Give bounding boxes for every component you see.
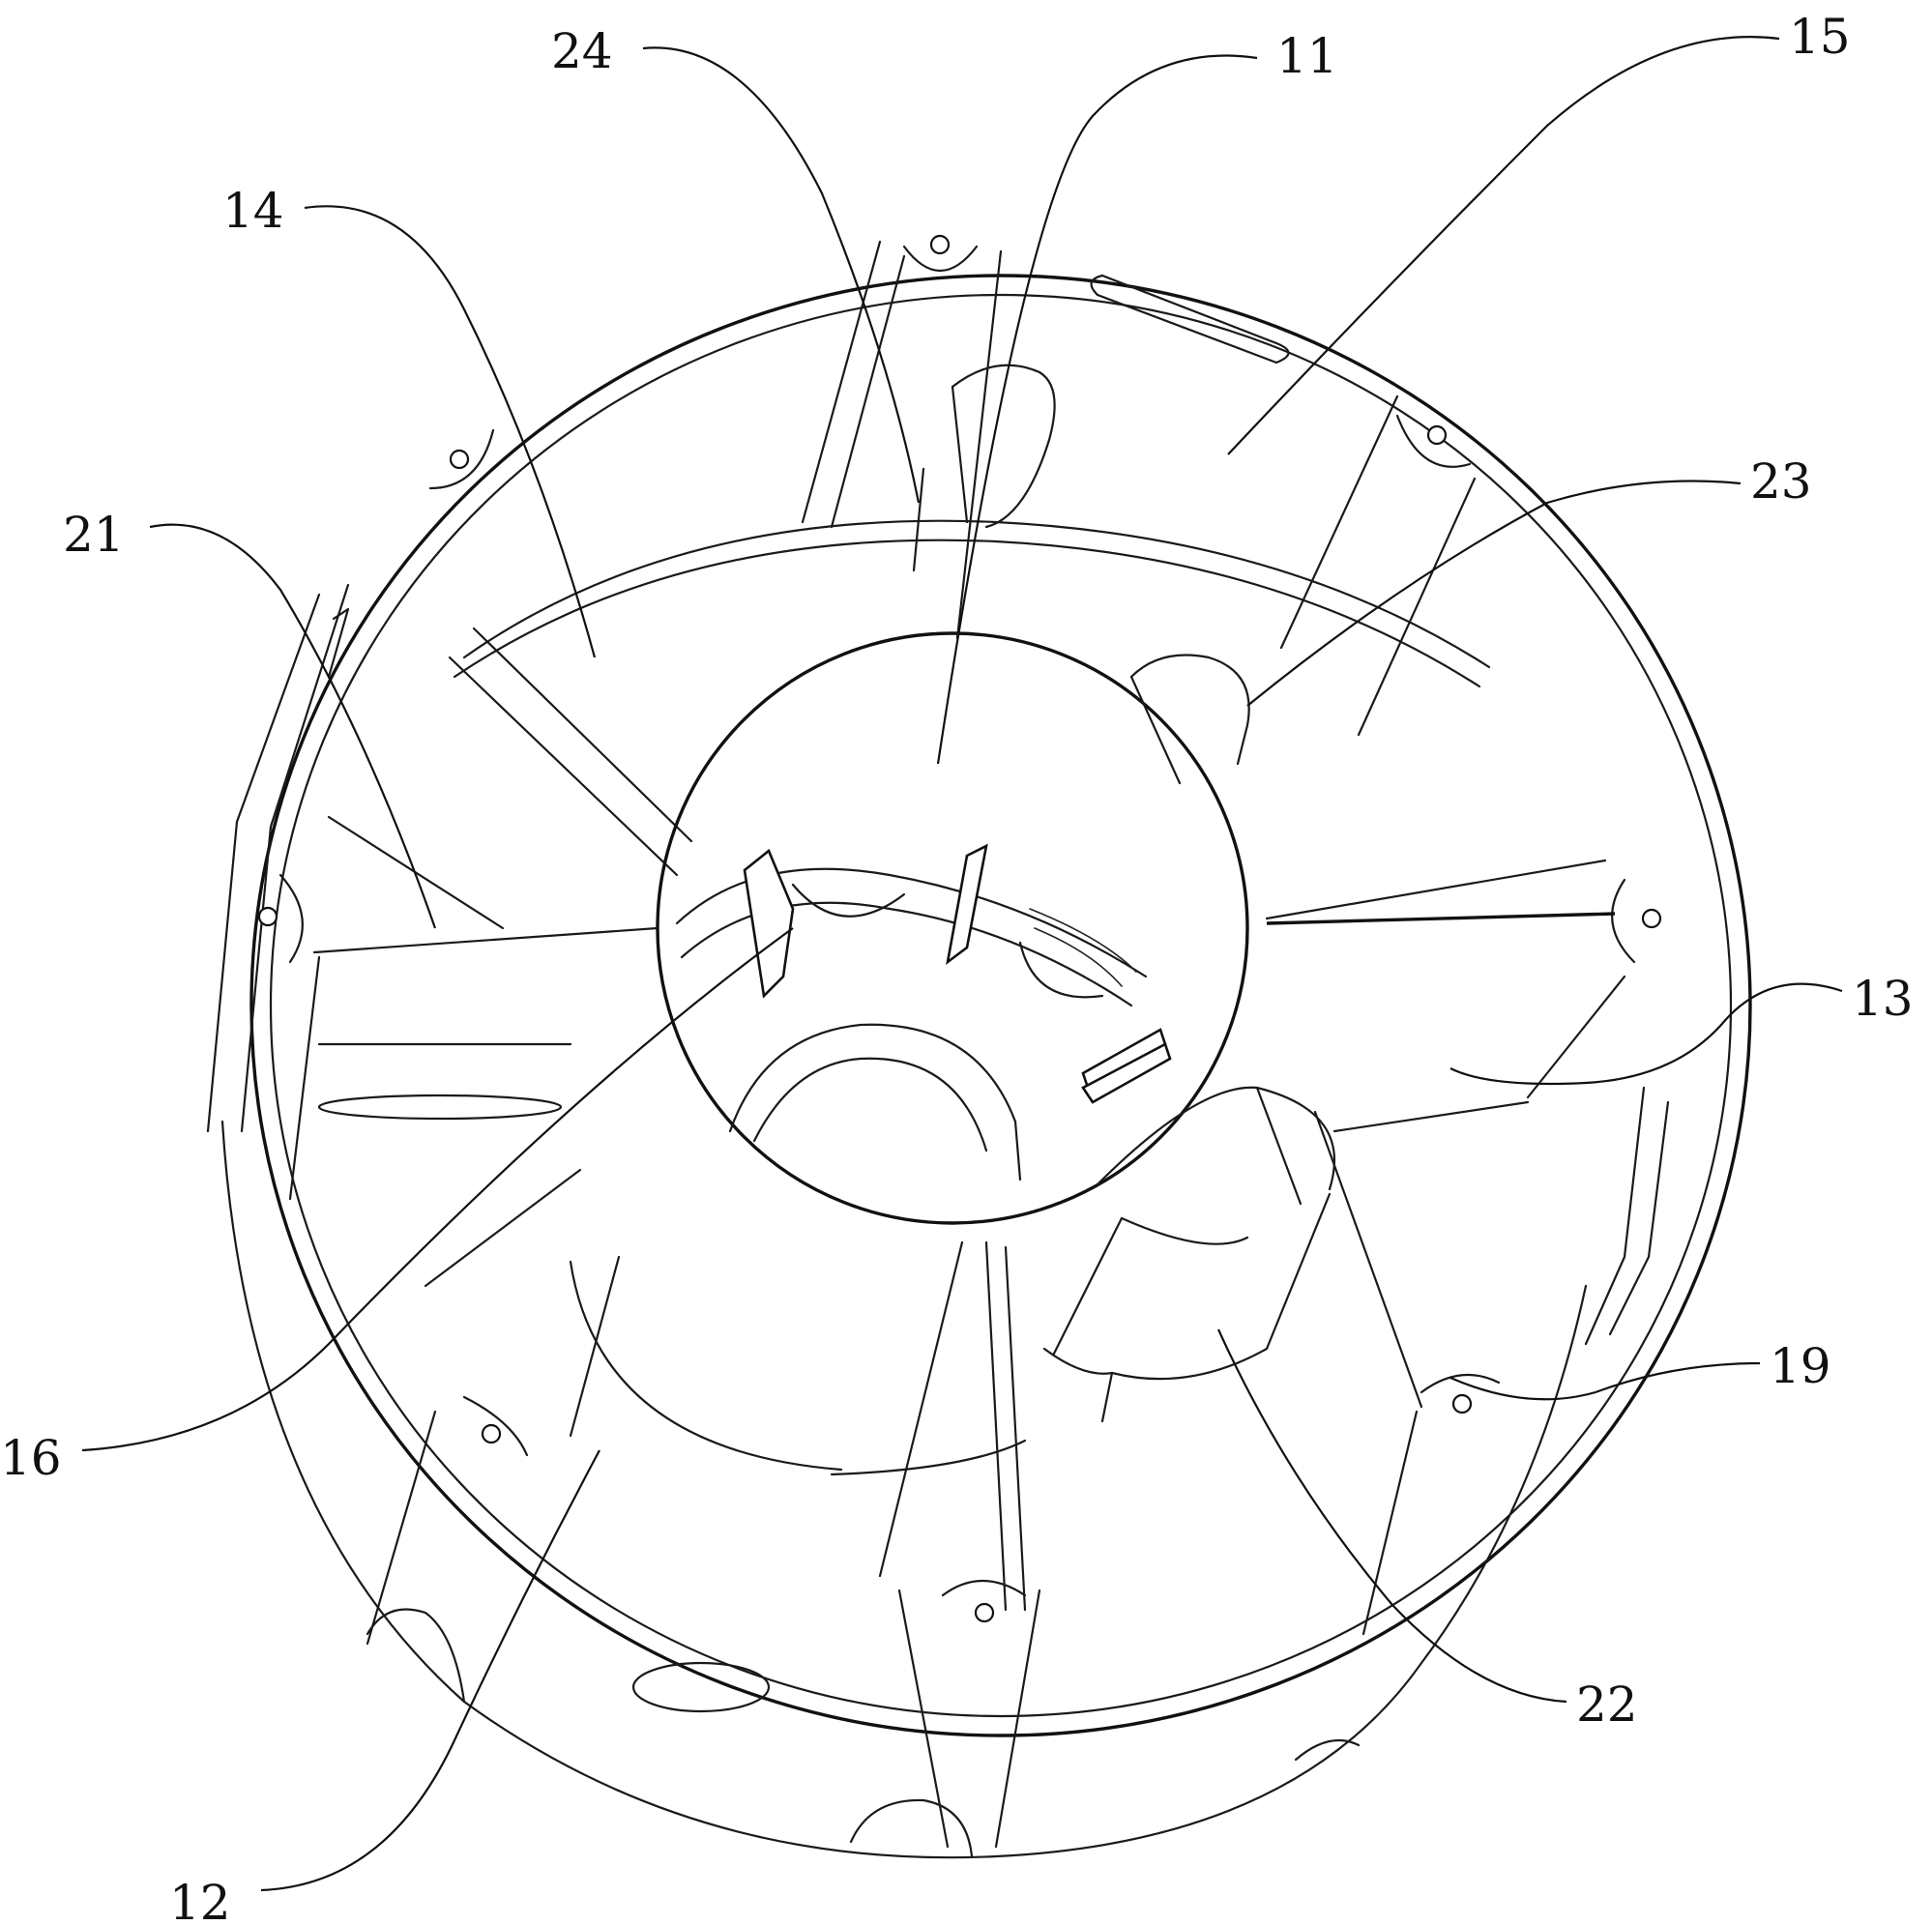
rim-screw-bosses [257, 234, 1662, 1623]
inner-ring [453, 519, 1491, 1476]
radial-ribs [288, 240, 1626, 1612]
reference-numbers: 11 12 13 14 15 16 19 21 22 23 24 [0, 9, 1914, 1925]
leader-11 [936, 54, 1258, 765]
leader-12 [260, 1449, 600, 1892]
leader-24 [642, 46, 921, 504]
label-11: 11 [1276, 28, 1338, 84]
leader-15 [1227, 36, 1780, 455]
leader-22 [1216, 1328, 1567, 1704]
label-16: 16 [0, 1430, 62, 1486]
leader-16 [81, 927, 794, 1452]
slots [317, 467, 925, 1713]
label-13: 13 [1852, 971, 1914, 1027]
leader-21 [149, 523, 437, 929]
leader-14 [304, 205, 597, 658]
label-21: 21 [63, 507, 125, 563]
label-14: 14 [222, 183, 284, 239]
hub-tabs [743, 843, 1172, 1104]
label-12: 12 [169, 1875, 231, 1925]
central-hub [656, 631, 1249, 1225]
label-19: 19 [1770, 1338, 1831, 1394]
leader-23 [1246, 480, 1742, 707]
label-22: 22 [1576, 1677, 1638, 1733]
label-24: 24 [551, 23, 613, 79]
outer-body [206, 274, 1752, 1859]
leader-13 [1449, 982, 1843, 1086]
leader-19 [1449, 1361, 1761, 1401]
side-cylinder [1042, 1086, 1335, 1423]
leader-lines [81, 36, 1843, 1892]
label-23: 23 [1750, 453, 1812, 510]
upper-bosses [951, 274, 1290, 785]
label-15: 15 [1789, 9, 1851, 65]
